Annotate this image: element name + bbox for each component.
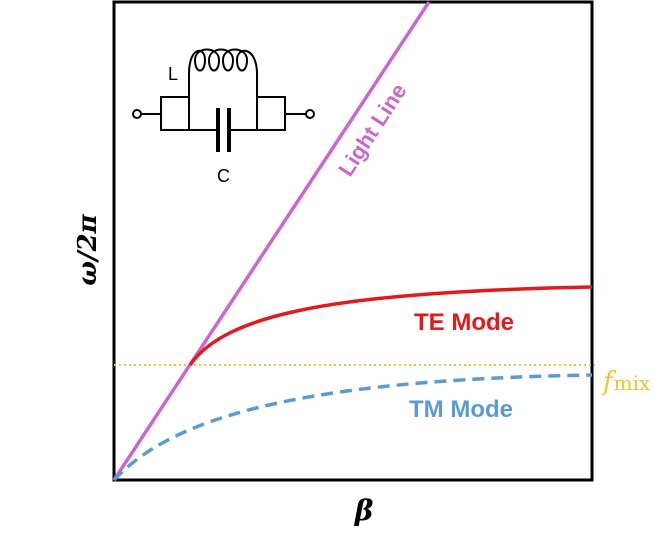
f-mix-label-sub: mix (614, 371, 651, 395)
x-axis-label: β (354, 494, 374, 527)
right-terminal (305, 109, 315, 119)
te-mode-label: TE Mode (414, 309, 514, 336)
light-line (112, 1, 431, 481)
te-mode-curve (188, 285, 593, 367)
left-terminal (132, 109, 142, 119)
plot-frame (112, 0, 594, 482)
y-axis-label: ω/2π (73, 213, 103, 285)
f-mix-label: fmix (601, 367, 651, 397)
capacitor-label: C (217, 166, 230, 186)
inductor-label: L (168, 64, 178, 84)
tm-mode-label: TM Mode (409, 396, 513, 423)
left-block (160, 96, 190, 131)
tm-mode-curve (112, 373, 593, 482)
right-block (256, 96, 286, 131)
lc-circuit (132, 48, 315, 152)
inductor-coil (188, 48, 258, 75)
